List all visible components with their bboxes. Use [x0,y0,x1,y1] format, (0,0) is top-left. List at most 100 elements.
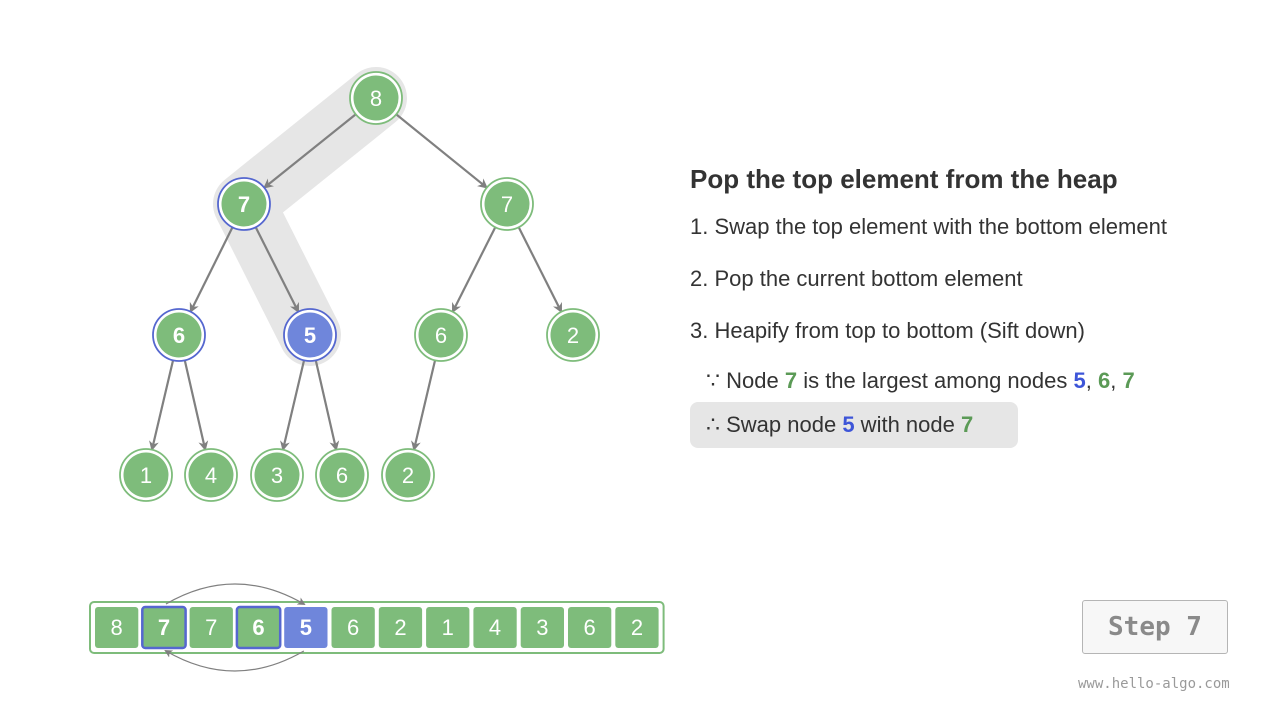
reason-line: ∵ Node 7 is the largest among nodes 5, 6… [706,368,1135,394]
swap-arc-bottom [164,649,305,672]
node-circle [319,452,365,498]
edge-3-7 [149,359,175,452]
node-circle [550,312,596,358]
array-cell-value: 6 [347,615,359,640]
reason-largest: 7 [784,368,798,393]
array-cell-11: 2 [615,607,659,648]
node-circle [188,452,234,498]
node-circle [353,75,399,121]
node-value: 4 [205,463,217,488]
swap-arc-top [165,583,306,606]
conclusion-prefix: ∴ Swap node [706,412,843,437]
tree-node-2: 7 [480,177,534,231]
array-cell-value: 6 [584,615,596,640]
node-value: 7 [238,192,250,217]
tree-node-3: 6 [152,308,206,362]
array-frame [89,601,665,654]
edge-4-9 [280,359,306,452]
node-value: 2 [402,463,414,488]
conclusion-middle: with node [854,412,961,437]
conclusion-highlight [690,402,1018,448]
conclusion-node-a: 5 [842,412,855,437]
array-cell-box [284,607,328,648]
array-cell-5: 6 [331,607,375,648]
node-value: 6 [336,463,348,488]
node-circle [484,181,530,227]
array-cell-box [189,607,233,648]
node-circle [287,312,333,358]
array-cell-value: 3 [536,615,548,640]
array-cell-value: 2 [631,615,643,640]
step-button[interactable]: Step 7 [1082,600,1228,654]
edge-0-2 [395,113,488,189]
edge-5-11 [411,359,437,452]
edge-1-3 [189,226,234,314]
array-cell-box [568,607,612,648]
tree-node-11: 2 [381,448,435,502]
edge-2-6 [517,226,563,314]
tree-node-8: 4 [184,448,238,502]
node-value: 3 [271,463,283,488]
node-value: 5 [304,323,316,348]
array-cell-value: 1 [442,615,454,640]
array-cell-box [520,607,564,648]
edge-1-4 [254,226,300,314]
step-1-text: 1. Swap the top element with the bottom … [690,214,1167,239]
array-cell-box [473,607,517,648]
step-3-text: 3. Heapify from top to bottom (Sift down… [690,318,1085,343]
reason-node-1: 5 [1073,368,1086,393]
array-cell-value: 7 [158,615,170,640]
reason-sep-2: , [1110,368,1123,393]
tree-node-9: 3 [250,448,304,502]
array-cell-box [378,607,423,648]
array-cell-value: 8 [111,615,123,640]
tree-node-6: 2 [546,308,600,362]
conclusion-line: ∴ Swap node 5 with node 7 [706,412,973,438]
tree-node-10: 6 [315,448,369,502]
tree-node-1: 7 [217,177,271,231]
array-cell-box [615,607,659,648]
array-cell-10: 6 [568,607,612,648]
edge-2-5 [451,226,497,314]
array-cell-7: 1 [426,607,470,648]
tree-node-7: 1 [119,448,173,502]
array-cell-1: 7 [141,605,187,650]
panel-heading: Pop the top element from the heap [690,164,1118,194]
node-value: 6 [435,323,447,348]
array-cell-value: 6 [252,615,264,640]
reason-node-2: 6 [1097,368,1111,393]
footer-url: www.hello-algo.com [1078,676,1230,692]
step-2-text: 2. Pop the current bottom element [690,266,1023,291]
node-circle [385,452,431,498]
node-value: 1 [140,463,152,488]
array-cell-6: 2 [378,607,423,648]
node-value: 6 [173,323,185,348]
edge-3-8 [183,359,209,452]
node-circle [418,312,464,358]
array-cell-4: 5 [284,607,328,648]
reason-prefix: ∵ Node [706,368,785,393]
conclusion-node-b: 7 [960,412,974,437]
node-value: 8 [370,86,382,111]
tree-node-4: 5 [283,308,337,362]
edge-0-1 [263,113,357,189]
array-cell-value: 5 [300,615,312,640]
array-cell-box [95,607,139,648]
node-circle [221,181,267,227]
node-circle [123,452,169,498]
array-cell-3: 6 [235,605,282,650]
reason-middle: is the largest among nodes [797,368,1074,393]
tree-edges [149,113,563,452]
tree-node-5: 6 [414,308,468,362]
tree-nodes: 8 7 7 6 5 6 2 1 4 3 6 2 [119,71,600,502]
edge-4-10 [314,359,340,452]
array-cell-box [235,605,282,650]
array-cell-8: 4 [473,607,517,648]
node-value: 2 [567,323,579,348]
array-cell-2: 7 [189,607,233,648]
node-circle [254,452,300,498]
array-cell-box [141,605,187,650]
array-cell-box [426,607,470,648]
